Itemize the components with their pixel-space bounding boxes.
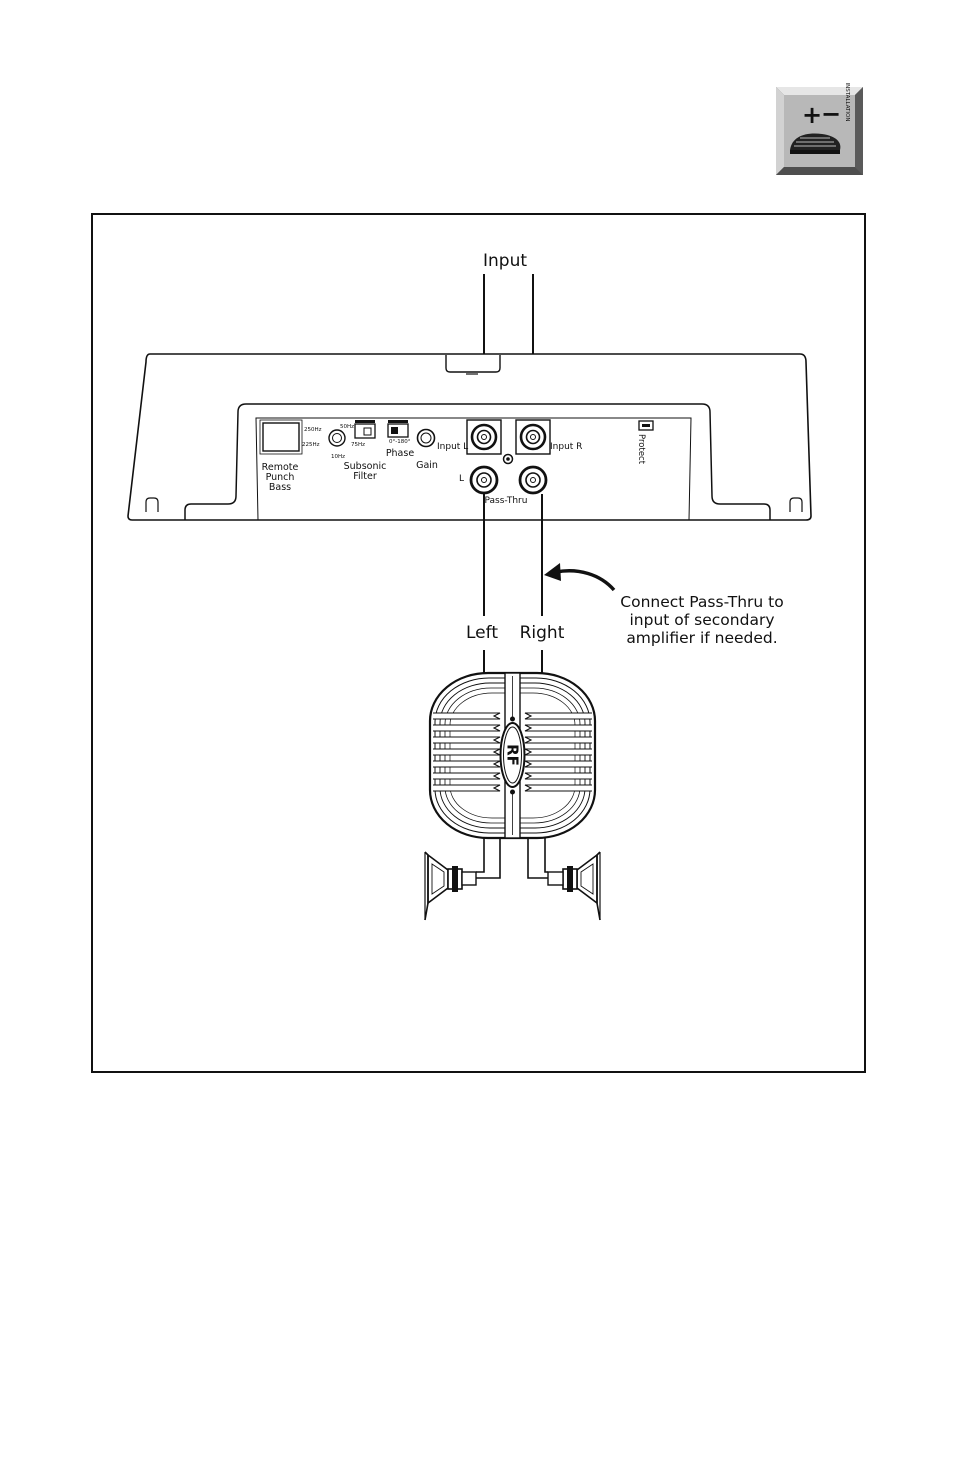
callout-line-1: Connect Pass-Thru to [620,593,783,611]
heatsink-fin [433,785,500,791]
heatsink-fin [433,713,500,719]
freq-label-50: 50Hz [340,424,354,430]
left-label: Left [466,623,498,643]
remote-label-3: Bass [269,482,291,493]
amp-logo: RF [504,744,522,766]
callout-arrow [556,571,614,590]
freq-label-225: 225Hz [302,442,320,448]
speaker-right [548,852,600,920]
phase-label: Phase [386,448,415,459]
heatsink-fin [433,773,500,779]
freq-label-250: 250Hz [304,427,322,433]
heatsink-fin [433,725,500,731]
protect-label: Protect [636,434,646,465]
heatsink-fin [525,761,592,767]
freq-label-75: 75Hz [351,442,365,448]
installation-badge: + − INSTALLATION [776,83,863,175]
speaker-left-wire-2 [476,838,484,872]
heatsink-fins-left [433,713,500,791]
badge-side-text: INSTALLATION [844,83,850,122]
callout-line-3: amplifier if needed. [626,629,777,647]
plus-icon: + [802,101,822,129]
speaker-right-wire-2 [545,838,548,872]
input-l-label: Input L [437,442,468,452]
heatsink-fin [525,737,592,743]
minus-icon: − [821,100,841,128]
subsonic-label-2: Filter [353,471,377,482]
heatsink-fin [525,749,592,755]
speaker-left [425,852,476,920]
heatsink-fin [525,725,592,731]
heatsink-fin [525,773,592,779]
callout-line-2: input of secondary [630,611,775,629]
input-label: Input [483,251,527,271]
input-r-label: Input R [550,442,582,452]
gain-label: Gain [416,460,438,471]
heatsink-fin [525,713,592,719]
callout-arrowhead [544,563,561,581]
phase-range: 0°-180° [389,439,411,445]
pass-thru-label: Pass-Thru [485,496,528,506]
right-label: Right [520,623,565,643]
freq-label-10: 10Hz [331,454,345,460]
amplifier-rear-panel: Remote Punch Bass 250Hz 225Hz 10Hz 50Hz … [128,354,811,520]
heatsink-fin [433,737,500,743]
amplifier-top-view: RF [430,673,595,838]
heatsink-fins-right [525,713,592,791]
heatsink-fin [433,749,500,755]
heatsink-fin [433,761,500,767]
heatsink-fin [525,785,592,791]
l-label: L [459,474,464,484]
